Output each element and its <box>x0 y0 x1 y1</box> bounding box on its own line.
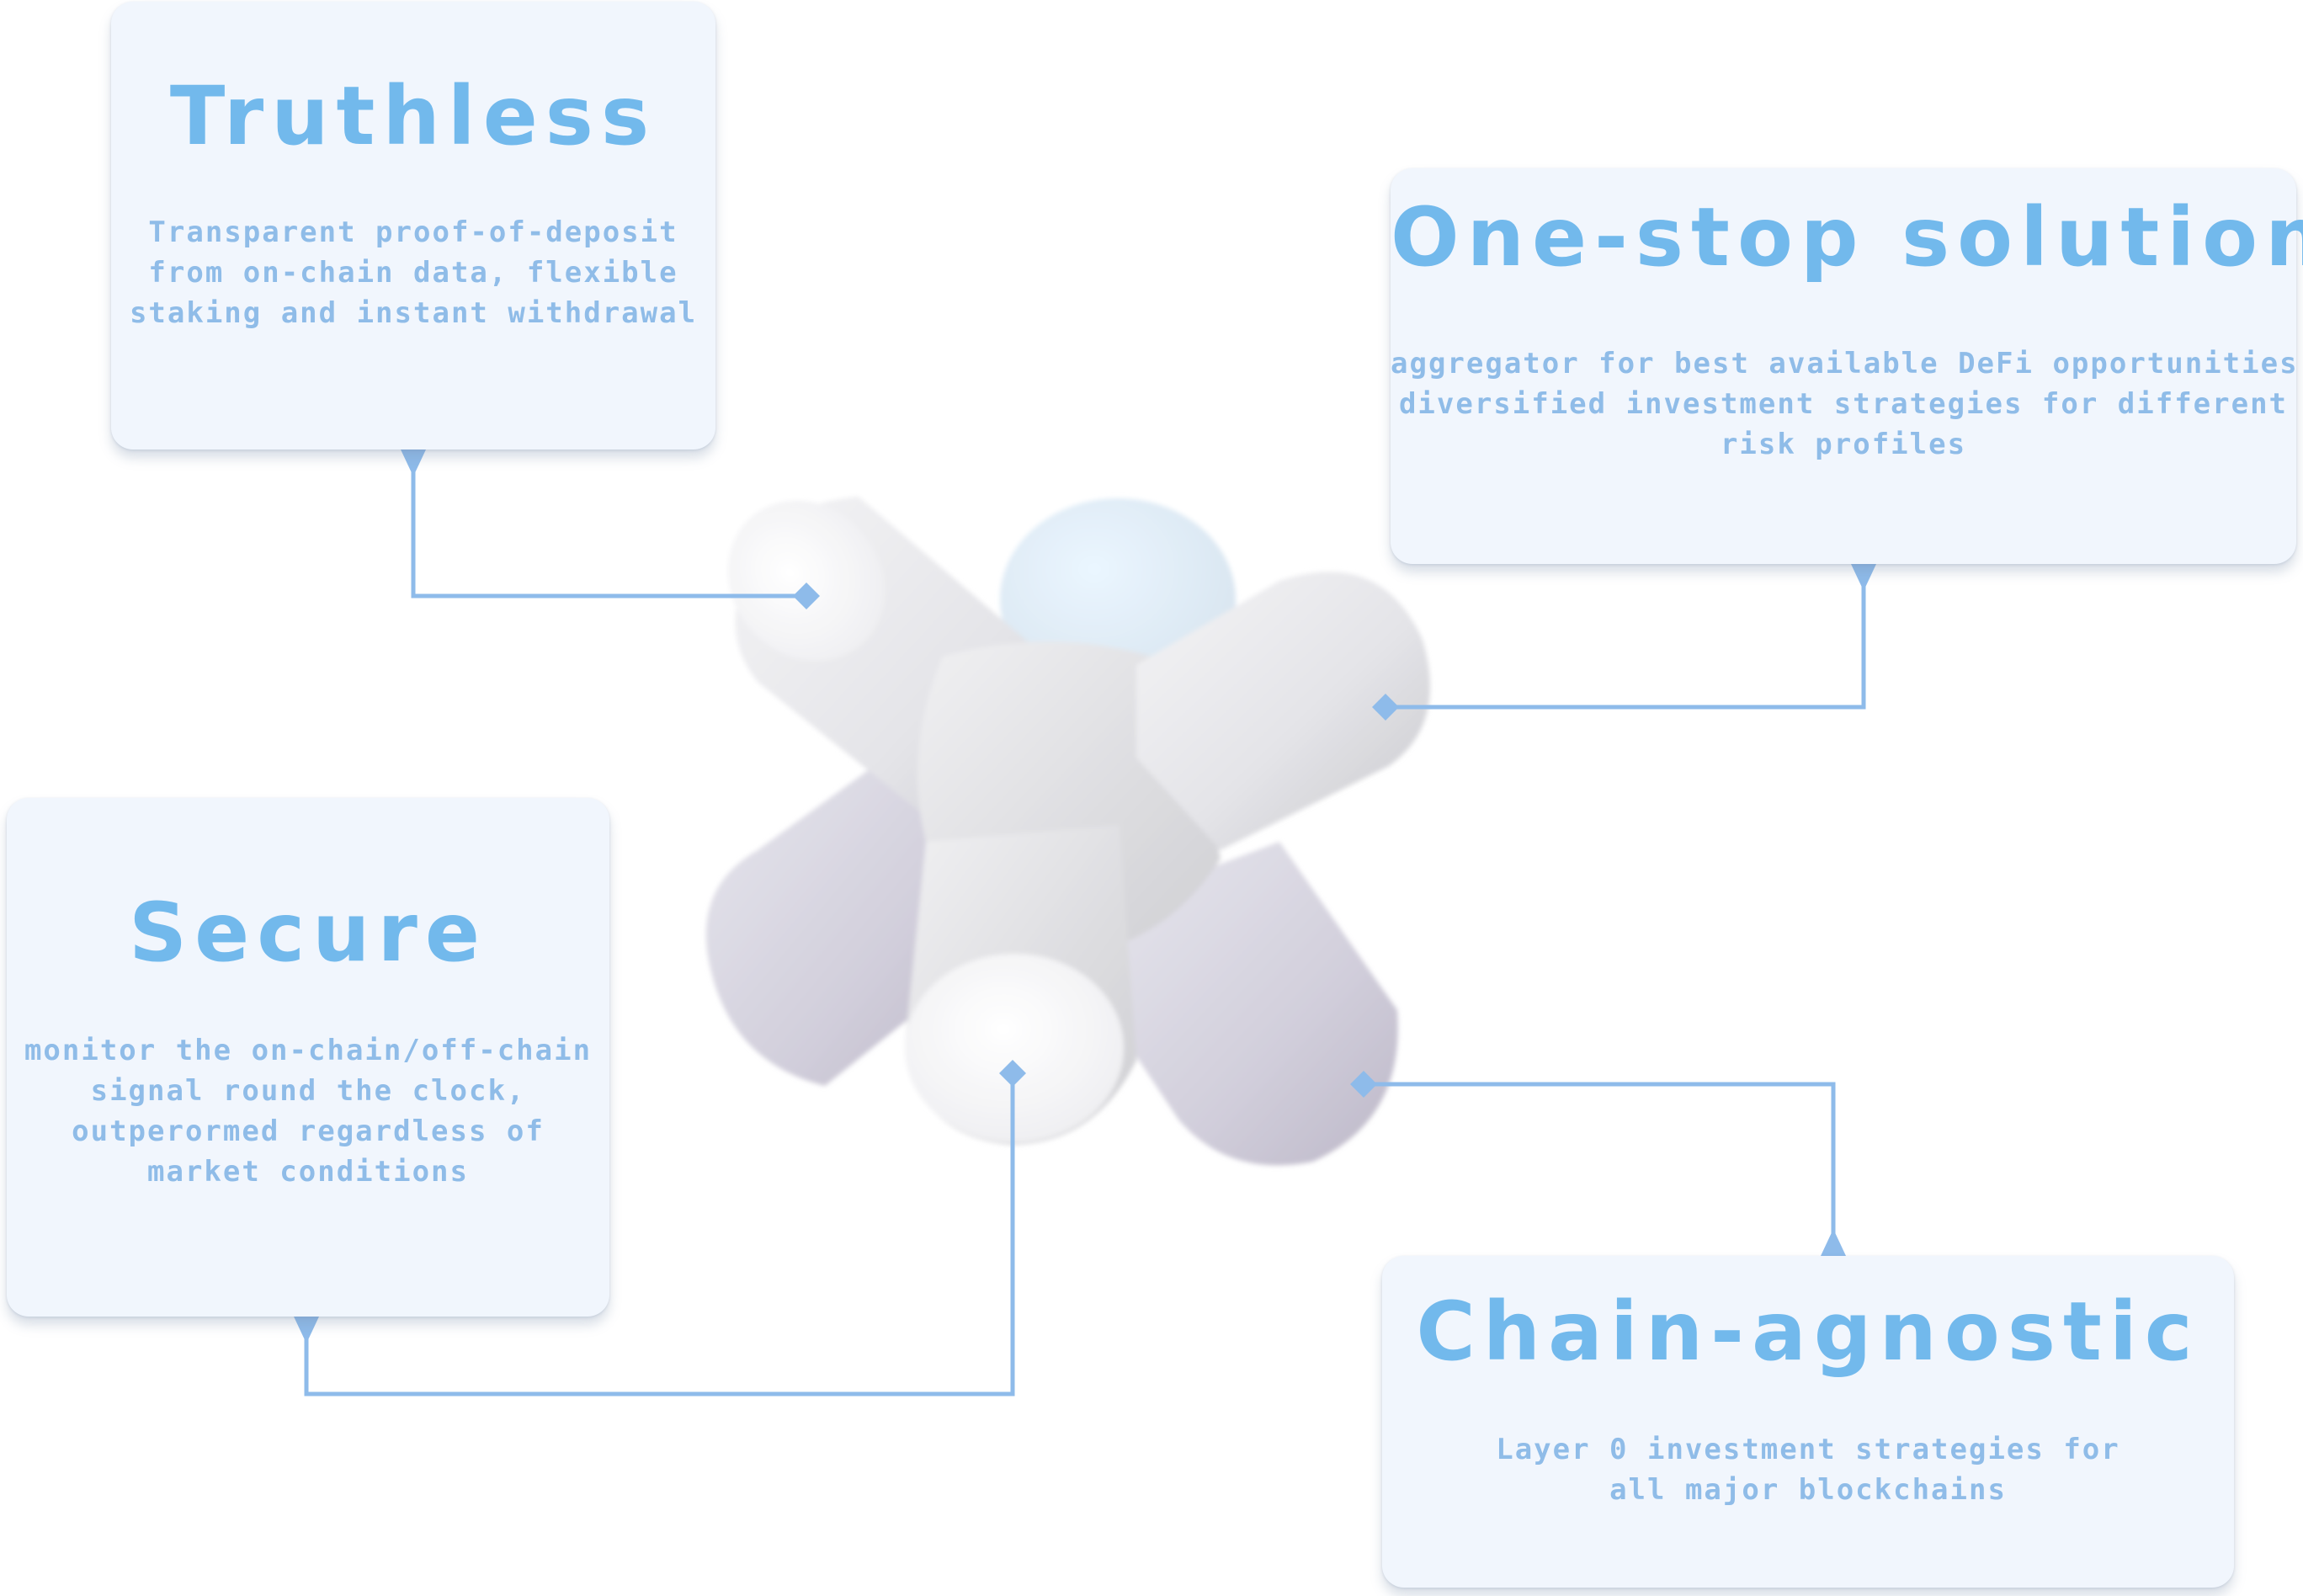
arrow-truthless <box>401 450 426 476</box>
card-description: Transparent proof-of-deposit from on-cha… <box>111 212 715 333</box>
description-line: outperormed regardless of <box>72 1115 545 1148</box>
description-line: from on-chain data, flexible <box>148 256 678 290</box>
diamond-truthless <box>793 583 820 609</box>
card-title: Chain-agnostic <box>1416 1285 2200 1379</box>
connector-onestop <box>1386 564 1866 710</box>
diamond-onestop <box>1372 694 1399 721</box>
connector-truthless <box>411 450 806 598</box>
arrow-secure <box>294 1317 319 1343</box>
card-description: monitor the on-chain/off-chain signal ro… <box>7 1030 609 1192</box>
connector-chain <box>1364 1082 1836 1256</box>
card-title: Truthless <box>169 69 657 163</box>
diamond-chain <box>1350 1071 1377 1098</box>
card-secure: Secure monitor the on-chain/off-chain si… <box>7 798 609 1317</box>
description-line: diversified investment strategies for di… <box>1398 387 2289 421</box>
description-line: staking and instant withdrawal <box>129 296 698 330</box>
description-line: Transparent proof-of-deposit <box>148 215 678 249</box>
connector-secure <box>304 1073 1015 1396</box>
description-line: signal round the clock, <box>90 1074 526 1108</box>
arrow-onestop <box>1851 564 1876 591</box>
card-one-stop-solution: One-stop solution aggregator for best av… <box>1391 168 2303 564</box>
card-truthless: Truthless Transparent proof-of-deposit f… <box>111 2 715 450</box>
diamond-secure <box>999 1060 1026 1087</box>
description-line: market conditions <box>147 1155 469 1189</box>
arrow-chain <box>1821 1229 1846 1256</box>
card-title: Secure <box>129 886 487 980</box>
card-chain-agnostic: Chain-agnostic Layer 0 investment strate… <box>1382 1256 2234 1588</box>
description-line: Layer 0 investment strategies for <box>1496 1433 2120 1466</box>
description-line: aggregator for best available DeFi oppor… <box>1391 347 2303 380</box>
connector-lines <box>304 450 1866 1396</box>
card-title: One-stop solution <box>1391 190 2303 285</box>
description-line: monitor the on-chain/off-chain <box>24 1034 593 1067</box>
description-line: risk profiles <box>1720 428 1967 461</box>
description-line: all major blockchains <box>1609 1473 2007 1507</box>
card-description: aggregator for best available DeFi oppor… <box>1391 343 2303 465</box>
card-description: Layer 0 investment strategies for all ma… <box>1382 1429 2234 1510</box>
